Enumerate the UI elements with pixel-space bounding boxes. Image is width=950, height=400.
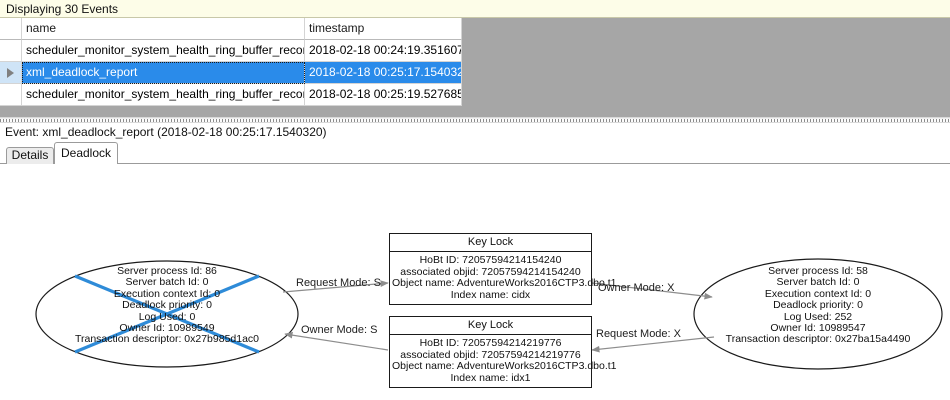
event-header: Event: xml_deadlock_report (2018-02-18 0… xyxy=(0,124,950,143)
surviving-line-1: Server batch Id: 0 xyxy=(776,276,860,289)
resource-top-title: Key Lock xyxy=(390,234,591,252)
surviving-line-6: Transaction descriptor: 0x27ba15a4490 xyxy=(725,333,911,346)
surviving-line-0: Server process Id: 58 xyxy=(768,265,868,277)
victim-cross-line-b xyxy=(74,274,260,354)
grid-header-row: name timestamp xyxy=(0,18,462,40)
victim-line-1: Server batch Id: 0 xyxy=(125,276,209,289)
surviving-line-3: Deadlock priority: 0 xyxy=(773,299,863,312)
surviving-process-node[interactable]: Server process Id: 58 Server batch Id: 0… xyxy=(688,265,948,346)
tab-details[interactable]: Details xyxy=(6,147,54,164)
splitter-grip xyxy=(0,119,950,122)
resource-top-body: HoBt ID: 72057594214154240 associated ob… xyxy=(390,252,617,304)
row-timestamp-cell[interactable]: 2018-02-18 00:25:17.1540320 xyxy=(305,62,462,84)
row-timestamp-cell[interactable]: 2018-02-18 00:25:19.5276859 xyxy=(305,84,462,106)
victim-line-3: Deadlock priority: 0 xyxy=(122,299,212,312)
event-header-text: Event: xml_deadlock_report (2018-02-18 0… xyxy=(5,125,327,139)
resource-top-line-3: Index name: cidx xyxy=(450,288,531,301)
grid-header-timestamp[interactable]: timestamp xyxy=(305,18,462,40)
events-banner-text: Displaying 30 Events xyxy=(6,2,119,16)
tab-strip: Details Deadlock xyxy=(0,142,950,165)
events-grid[interactable]: name timestamp scheduler_monitor_system_… xyxy=(0,18,950,117)
edge-label-request-mode-x: Request Mode: X xyxy=(596,328,681,340)
resource-top-line-2: Object name: AdventureWorks2016CTP3.dbo.… xyxy=(392,277,617,290)
victim-line-6: Transaction descriptor: 0x27b985d1ac0 xyxy=(74,333,260,346)
row-name-cell[interactable]: scheduler_monitor_system_health_ring_buf… xyxy=(22,40,305,62)
horizontal-splitter[interactable] xyxy=(0,117,950,123)
edge-request-mode-x xyxy=(591,336,715,353)
resource-bottom-line-2: Object name: AdventureWorks2016CTP3.dbo.… xyxy=(392,360,617,373)
edge-owner-mode-x xyxy=(591,282,713,300)
resource-top-line-1: associated objid: 72057594214154240 xyxy=(400,265,581,278)
table-row-selected[interactable]: xml_deadlock_report 2018-02-18 00:25:17.… xyxy=(0,62,462,84)
victim-line-2: Execution context Id: 0 xyxy=(113,287,221,300)
victim-line-0: Server process Id: 86 xyxy=(117,265,217,277)
tab-strip-baseline xyxy=(0,163,950,164)
surviving-line-4: Log Used: 252 xyxy=(783,310,853,323)
edge-request-mode-s xyxy=(282,280,389,293)
resource-node-key-lock-bottom[interactable]: Key Lock HoBt ID: 72057594214219776 asso… xyxy=(389,316,617,388)
deadlock-graph-svg xyxy=(35,258,943,370)
table-row[interactable]: scheduler_monitor_system_health_ring_buf… xyxy=(0,40,462,62)
row-selector-cell[interactable] xyxy=(0,40,22,62)
grid-header-selector xyxy=(0,18,22,40)
resource-bottom-title: Key Lock xyxy=(390,317,591,335)
row-name-cell[interactable]: scheduler_monitor_system_health_ring_buf… xyxy=(22,84,305,106)
surviving-line-2: Execution context Id: 0 xyxy=(764,287,872,300)
edge-label-request-mode-s: Request Mode: S xyxy=(296,277,381,289)
row-selector-cell[interactable] xyxy=(0,62,22,84)
surviving-process-ellipse[interactable] xyxy=(693,258,943,370)
edge-label-owner-mode-s: Owner Mode: S xyxy=(301,324,378,336)
row-selector-cell[interactable] xyxy=(0,84,22,106)
edge-owner-mode-s xyxy=(284,331,389,351)
resource-node-key-lock-top[interactable]: Key Lock HoBt ID: 72057594214154240 asso… xyxy=(389,233,617,305)
victim-process-node[interactable]: Server process Id: 86 Server batch Id: 0… xyxy=(37,265,297,346)
surviving-line-5: Owner Id: 10989547 xyxy=(770,321,866,334)
grid-header-name[interactable]: name xyxy=(22,18,305,40)
resource-top-line-0: HoBt ID: 72057594214154240 xyxy=(419,254,562,266)
resource-bottom-line-0: HoBt ID: 72057594214219776 xyxy=(419,337,562,349)
victim-process-ellipse[interactable] xyxy=(35,260,299,368)
victim-line-4: Log Used: 0 xyxy=(138,310,196,323)
table-row[interactable]: scheduler_monitor_system_health_ring_buf… xyxy=(0,84,462,106)
tab-deadlock[interactable]: Deadlock xyxy=(54,142,118,165)
victim-line-5: Owner Id: 10989549 xyxy=(119,321,215,334)
events-banner: Displaying 30 Events xyxy=(0,0,950,18)
row-pointer-icon xyxy=(7,68,14,78)
resource-bottom-line-3: Index name: idx1 xyxy=(450,371,531,384)
edge-label-owner-mode-x: Owner Mode: X xyxy=(598,282,675,294)
resource-bottom-line-1: associated objid: 72057594214219776 xyxy=(400,348,581,361)
resource-bottom-body: HoBt ID: 72057594214219776 associated ob… xyxy=(390,335,617,387)
row-timestamp-cell[interactable]: 2018-02-18 00:24:19.3516078 xyxy=(305,40,462,62)
row-name-cell[interactable]: xml_deadlock_report xyxy=(22,62,305,84)
grid-empty-area xyxy=(462,18,950,117)
deadlock-graph-canvas[interactable]: Server process Id: 86 Server batch Id: 0… xyxy=(0,164,950,400)
